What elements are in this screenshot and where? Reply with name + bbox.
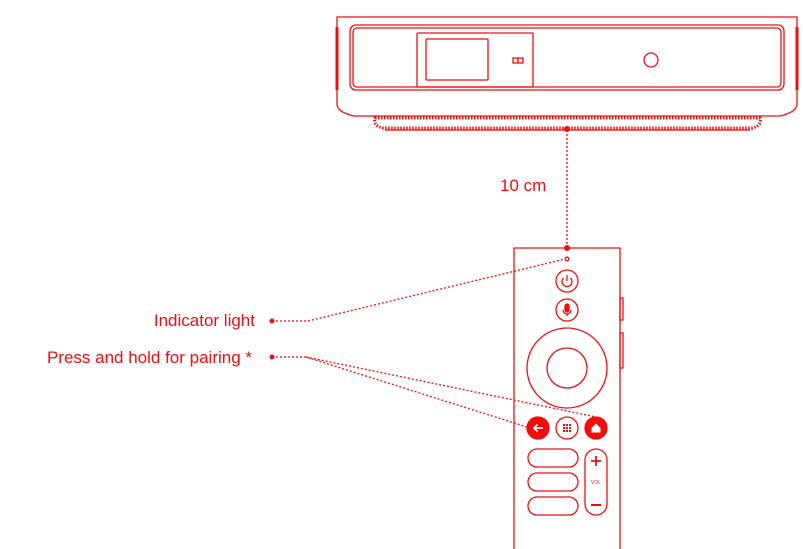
indicator-leader-line (272, 258, 566, 322)
power-icon (561, 275, 573, 288)
distance-label: 10 cm (500, 176, 546, 195)
mic-button[interactable] (555, 298, 579, 322)
indicator-light-label: Indicator light (154, 311, 255, 330)
microphone-icon (562, 303, 572, 316)
home-button[interactable] (584, 416, 608, 440)
remote-control: VOL (513, 245, 624, 549)
dpad-ring[interactable] (526, 327, 608, 409)
projector (335, 16, 799, 131)
pairing-label: Press and hold for pairing * (47, 348, 252, 367)
dpad-center-button[interactable] (546, 347, 588, 389)
power-button[interactable] (555, 269, 579, 293)
pairing-leader-back (272, 356, 528, 428)
apps-grid-icon (563, 424, 571, 432)
shortcut-button-3[interactable] (527, 496, 579, 516)
back-arrow-icon (532, 423, 543, 433)
back-button[interactable] (526, 416, 550, 440)
projector-sensor (643, 52, 659, 68)
apps-button[interactable] (555, 416, 579, 440)
plus-icon (591, 456, 601, 466)
vol-label: VOL (591, 480, 601, 486)
volume-rocker[interactable]: VOL (584, 448, 608, 516)
home-icon (591, 423, 601, 433)
shortcut-button-2[interactable] (527, 472, 579, 492)
shortcut-button-1[interactable] (527, 448, 579, 468)
pairing-leader-home (305, 356, 597, 418)
indicator-light (564, 256, 570, 262)
